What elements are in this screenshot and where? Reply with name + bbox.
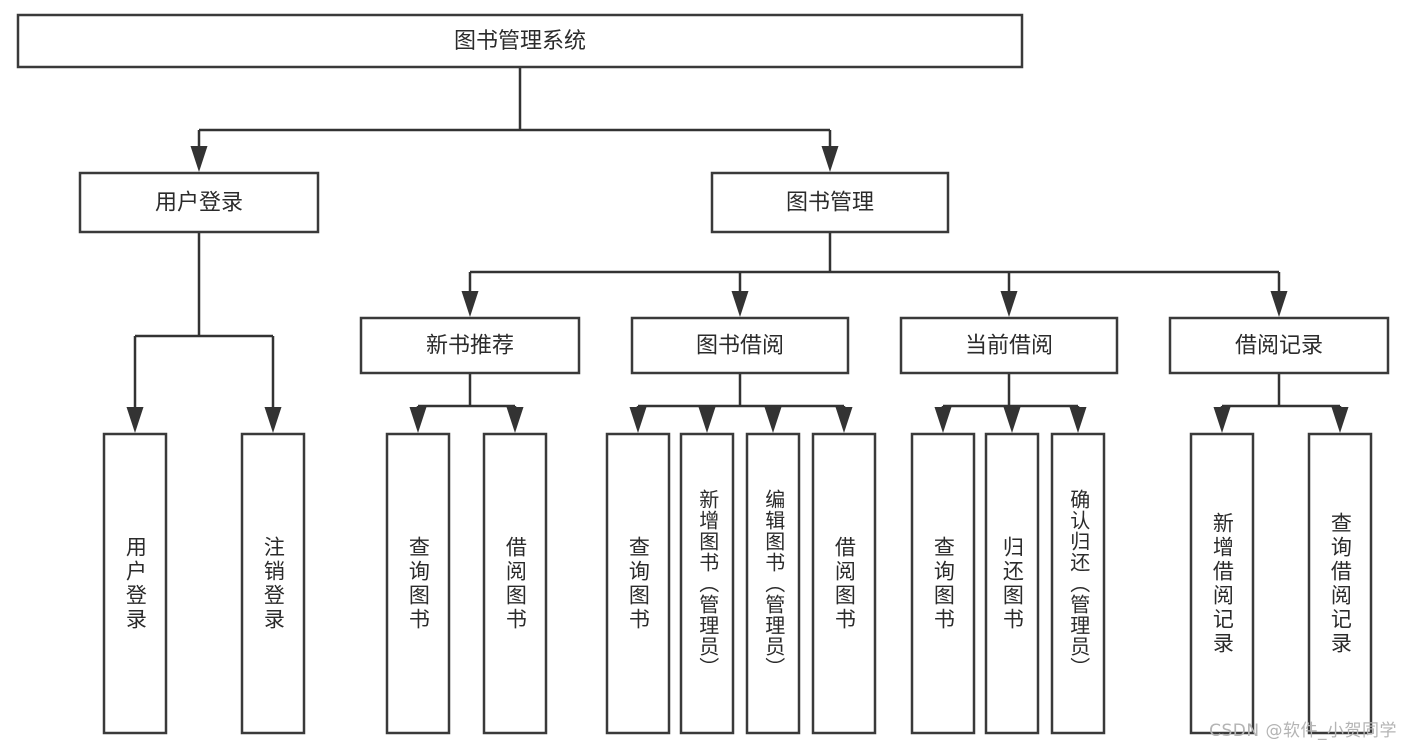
arrow-head-icon [934,407,952,433]
arrow-head-icon [506,407,524,433]
node-box-leaf-add-book[interactable] [679,432,735,735]
arrow-head-icon [1331,407,1349,433]
node-box-current[interactable] [899,316,1119,375]
arrow-head-icon [629,407,647,433]
node-box-borrow[interactable] [630,316,850,375]
arrow-head-icon [698,407,716,433]
node-box-leaf-query-record[interactable] [1307,432,1373,735]
arrow-head-icon [1069,407,1087,433]
node-box-leaf-borrow-book-1[interactable] [482,432,548,735]
connector-group-bookmgmt [461,232,1288,317]
node-box-leaf-query-book-3[interactable] [910,432,976,735]
connector-group-newbook [409,373,524,433]
arrow-head-icon [264,407,282,433]
node-box-leaf-user-logout[interactable] [240,432,306,735]
arrow-head-icon [1003,407,1021,433]
node-box-leaf-confirm-return[interactable] [1050,432,1106,735]
node-box-records[interactable] [1168,316,1390,375]
node-box-login[interactable] [78,171,320,234]
arrow-head-icon [764,407,782,433]
connector-group-borrow [629,373,853,433]
node-box-newbook[interactable] [359,316,581,375]
node-label-bookmgmt: 图书管理 [786,191,874,216]
node-box-leaf-query-book-2[interactable] [605,432,671,735]
connectors-layer [126,67,1349,433]
arrow-head-icon [731,291,749,317]
node-box-root[interactable] [16,13,1024,69]
node-box-leaf-borrow-book-2[interactable] [811,432,877,735]
arrow-head-icon [126,407,144,433]
connector-group-current [934,373,1087,433]
connector-group-records [1213,373,1349,433]
nodes-layer [16,13,1390,735]
node-label-newbook: 新书推荐 [426,334,514,359]
arrow-head-icon [1270,291,1288,317]
node-box-leaf-edit-book[interactable] [745,432,801,735]
node-label-login: 用户登录 [155,191,243,216]
arrow-head-icon [821,146,839,172]
arrow-head-icon [190,146,208,172]
connector-group-root [190,67,839,172]
node-label-records: 借阅记录 [1235,334,1323,359]
node-label-current: 当前借阅 [965,334,1053,359]
node-box-bookmgmt[interactable] [710,171,950,234]
node-box-leaf-return-book[interactable] [984,432,1040,735]
arrow-head-icon [461,291,479,317]
node-label-borrow: 图书借阅 [696,334,784,359]
arrow-head-icon [1000,291,1018,317]
node-box-leaf-user-login[interactable] [102,432,168,735]
node-label-root: 图书管理系统 [454,29,586,54]
arrow-head-icon [1213,407,1231,433]
arrow-head-icon [835,407,853,433]
arrow-head-icon [409,407,427,433]
watermark-text: CSDN @软件_小贺同学 [1209,721,1397,741]
node-box-leaf-add-record[interactable] [1189,432,1255,735]
node-box-leaf-query-book-1[interactable] [385,432,451,735]
connector-group-login [126,232,282,433]
